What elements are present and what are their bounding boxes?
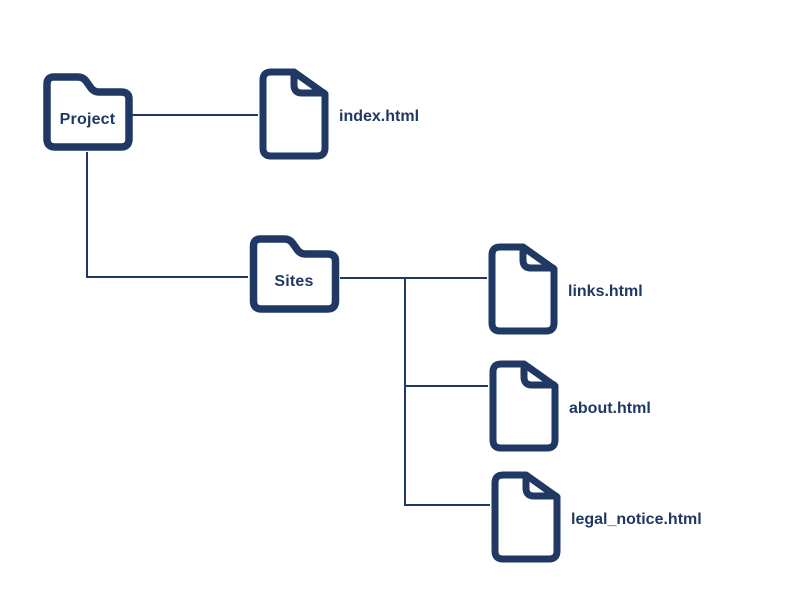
file-label-links: links.html	[568, 283, 643, 300]
connector-project-index	[132, 114, 258, 116]
document-icon	[488, 243, 558, 335]
document-icon	[259, 68, 329, 160]
connector-project-sites	[86, 276, 248, 278]
connector-sites-branch	[404, 277, 406, 506]
folder-label-sites: Sites	[274, 273, 314, 290]
connector-branch-legal	[405, 504, 490, 506]
connector-project-down	[86, 152, 88, 277]
document-icon	[489, 360, 559, 452]
folder-node-sites: Sites	[248, 235, 340, 313]
file-label-index: index.html	[339, 108, 420, 125]
document-icon	[491, 471, 561, 563]
file-node-links: links.html	[487, 243, 643, 335]
connector-sites-links	[340, 277, 487, 279]
connector-branch-about	[405, 385, 488, 387]
folder-node-project: Project	[42, 73, 133, 151]
file-node-legal: legal_notice.html	[490, 471, 702, 563]
folder-label-project: Project	[59, 111, 116, 128]
folder-icon	[43, 73, 133, 151]
file-label-about: about.html	[569, 400, 651, 417]
file-label-legal: legal_notice.html	[571, 511, 702, 528]
file-node-about: about.html	[488, 360, 651, 452]
folder-icon	[249, 235, 340, 313]
file-node-index: index.html	[258, 68, 419, 160]
